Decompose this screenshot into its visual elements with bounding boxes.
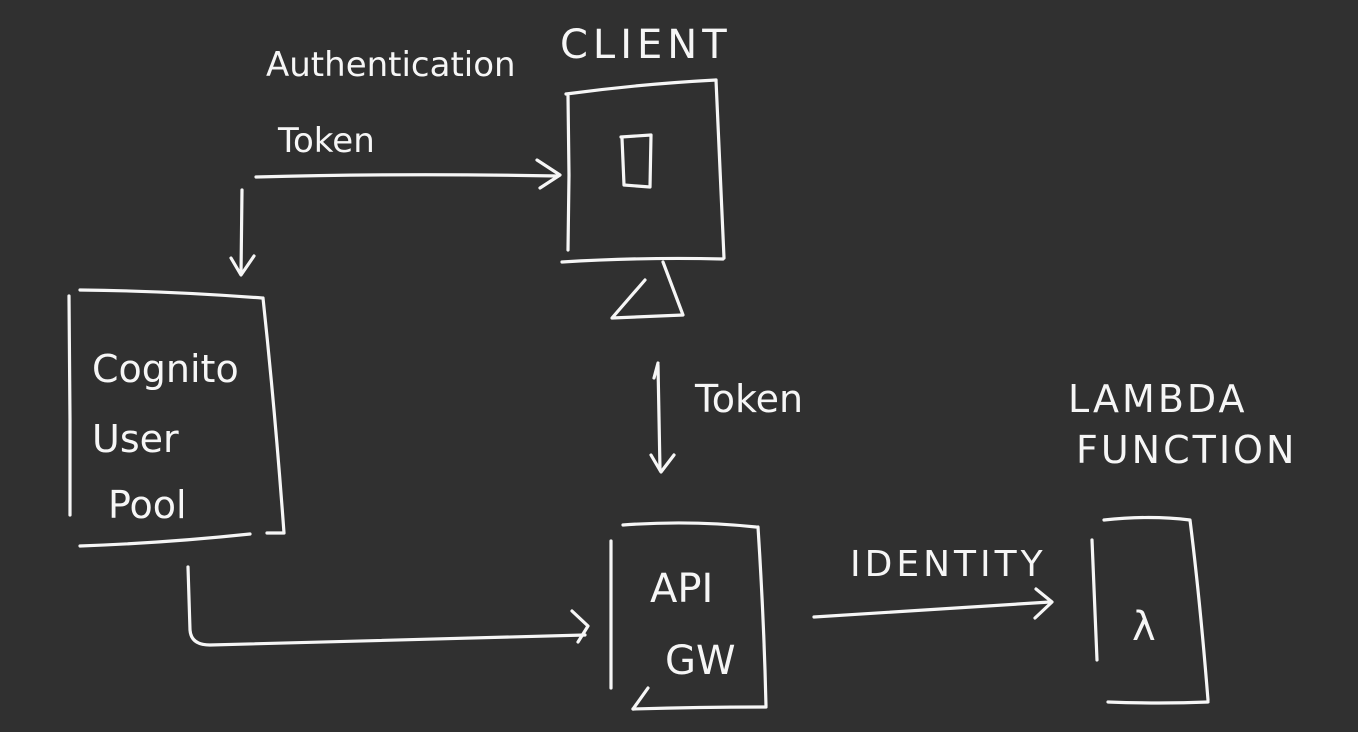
api-gateway-node: API GW	[609, 521, 768, 711]
identity-label: IDENTITY	[850, 544, 1047, 585]
lambda-function-node: LAMBDA FUNCTION λ	[1068, 377, 1297, 705]
cognito-label-line3: Pool	[108, 483, 187, 527]
lambda-label-line1: LAMBDA	[1068, 377, 1247, 421]
identity-connector: IDENTITY	[812, 544, 1054, 620]
lambda-label-line2: FUNCTION	[1076, 428, 1297, 472]
auth-token-connector: Authentication Token	[229, 45, 562, 277]
cognito-arrow-line	[239, 188, 244, 276]
auth-token-arrow-line	[254, 173, 560, 179]
cognito-user-pool-node: Cognito User Pool	[67, 288, 286, 548]
cognito-label-line1: Cognito	[92, 347, 239, 391]
lambda-icon: λ	[1132, 604, 1156, 650]
cognito-to-apigw-connector	[186, 565, 590, 647]
auth-token-label-line1: Authentication	[266, 45, 516, 85]
apigw-label-line1: API	[650, 566, 713, 612]
cognito-label-line2: User	[92, 417, 179, 461]
auth-token-label-line2: Token	[277, 121, 375, 161]
client-title: CLIENT	[560, 22, 732, 68]
client-apigw-token-connector: Token	[649, 361, 803, 474]
monitor-icon	[560, 78, 726, 320]
cognito-arrowhead	[229, 254, 256, 277]
auth-token-arrowhead	[535, 158, 562, 190]
client-node: CLIENT	[560, 22, 732, 320]
apigw-label-line2: GW	[665, 638, 736, 684]
token-label: Token	[694, 377, 803, 421]
